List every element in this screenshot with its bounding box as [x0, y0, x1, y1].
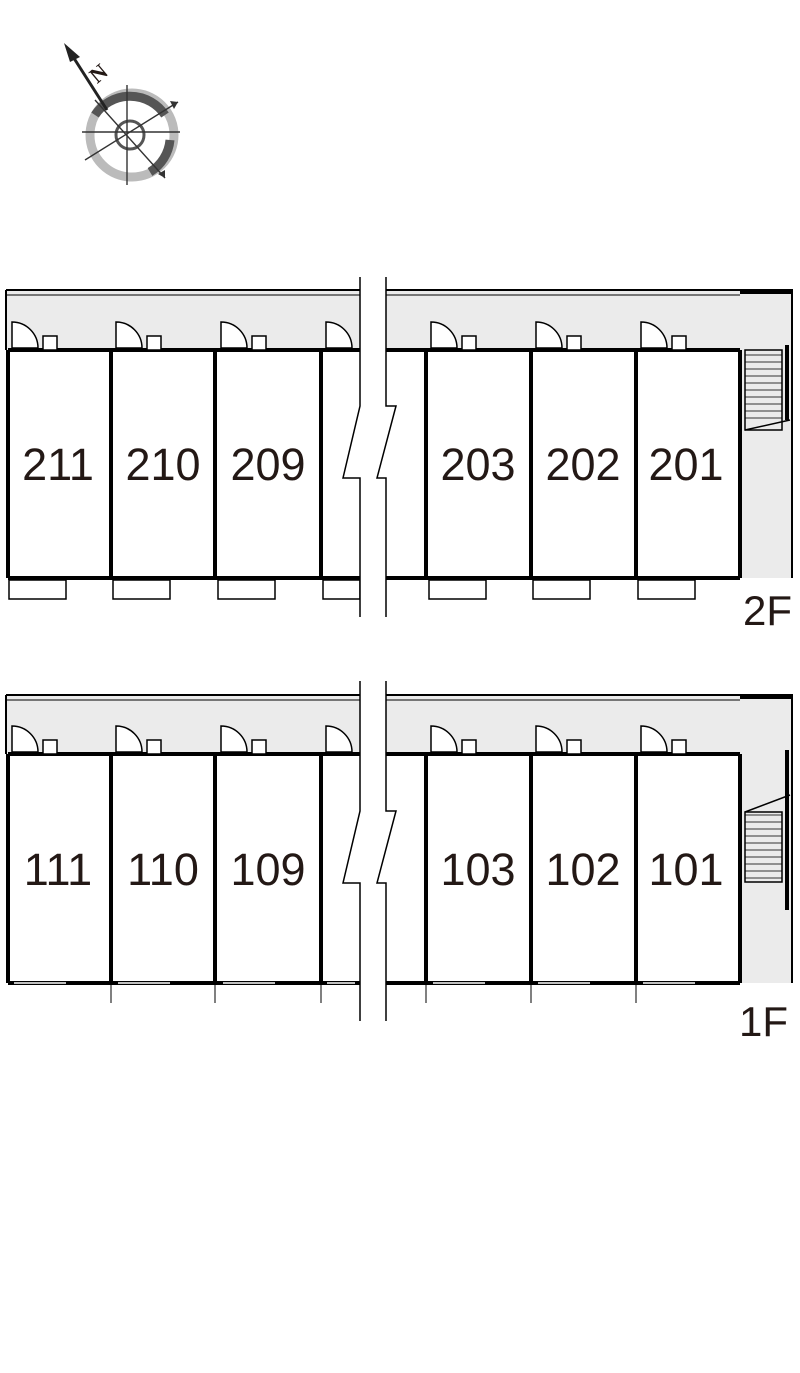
door-icon — [11, 321, 687, 351]
room-203: 203 — [440, 439, 515, 490]
room-101: 101 — [648, 844, 723, 895]
room-202: 202 — [545, 439, 620, 490]
balcony-2f — [8, 579, 696, 600]
compass-icon: N — [64, 43, 180, 185]
room-103: 103 — [440, 844, 515, 895]
room-111: 111 — [24, 844, 92, 895]
room-201: 201 — [648, 439, 723, 490]
room-109: 109 — [230, 844, 305, 895]
room-102: 102 — [545, 844, 620, 895]
room-110: 110 — [127, 844, 199, 895]
floor-label-2f: 2F — [743, 587, 792, 634]
room-209: 209 — [230, 439, 305, 490]
floor-1f: 111 110 109 103 102 101 1F — [5, 681, 793, 1045]
floor-2f: 211 210 209 203 202 201 2F — [5, 277, 793, 634]
door-icon — [11, 725, 687, 755]
room-211: 211 — [22, 439, 94, 490]
floor-label-1f: 1F — [739, 998, 788, 1045]
room-210: 210 — [125, 439, 200, 490]
